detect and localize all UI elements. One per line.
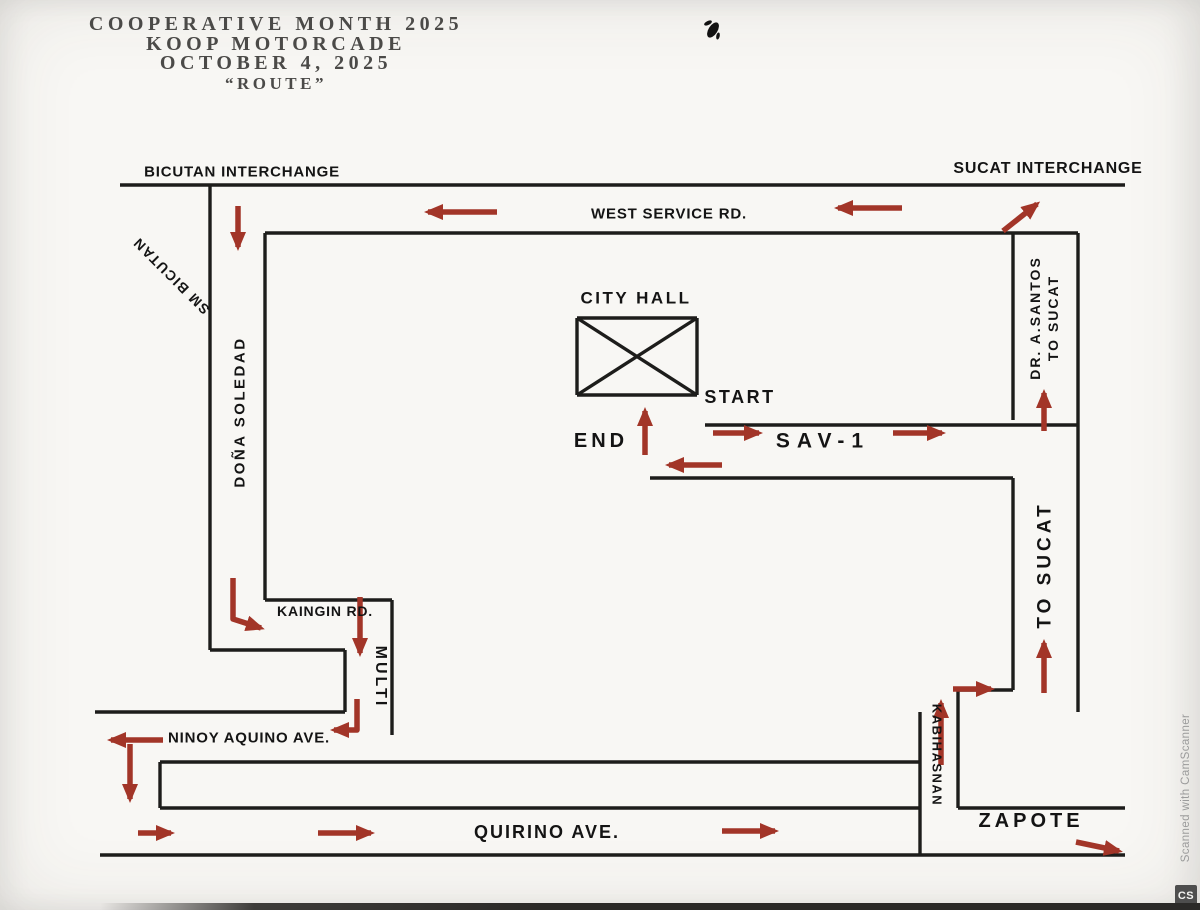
map-title: COOPERATIVE MONTH 2025 KOOP MOTORCADE OC… [80,13,472,93]
label-dr-a-santos-line2: TO SUCAT [1045,274,1061,362]
camscanner-watermark: Scanned with CamScanner [1180,713,1192,863]
label-sucat-interchange: SUCAT INTERCHANGE [953,160,1143,177]
label-dr-a-santos-to-sucat: DR. A.SANTOS TO SUCAT [1026,256,1062,380]
label-quirino-ave: QUIRINO AVE. [473,822,621,842]
scan-edge-artifact [100,903,1200,910]
route-arrow [1075,839,1123,856]
label-zapote: ZAPOTE [978,810,1084,832]
camscanner-logo: CS [1175,885,1197,906]
route-arrow [230,578,265,632]
title-line-2: KOOP MOTORCADE [146,32,406,55]
title-line-1: COOPERATIVE MONTH 2025 [88,13,464,35]
label-sav-1: SAV-1 [775,429,871,453]
title-line-4: “ROUTE” [225,73,327,93]
label-city-hall: CITY HALL [580,288,692,308]
label-west-service-rd: WEST SERVICE RD. [591,205,747,223]
label-ninoy-aquino-ave: NINOY AQUINO AVE. [168,729,330,747]
title-line-3: OCTOBER 4, 2025 [159,52,393,74]
label-multi: MULTI [372,645,389,709]
label-to-sucat: TO SUCAT [1034,501,1056,629]
label-kabihasnan: KABIHASNAN [929,703,945,807]
ink-smudge-mark [704,20,720,40]
label-dona-soledad: DOÑA SOLEDAD [231,336,249,488]
label-dr-a-santos-line1: DR. A.SANTOS [1026,256,1043,380]
route-arrow [330,699,360,738]
label-end: END [573,430,629,452]
label-bicutan-interchange: BICUTAN INTERCHANGE [144,163,340,181]
label-start: START [704,387,776,407]
route-arrow [1001,201,1041,234]
label-kaingin-rd: KAINGIN RD. [277,603,373,619]
road-segment [576,316,698,397]
